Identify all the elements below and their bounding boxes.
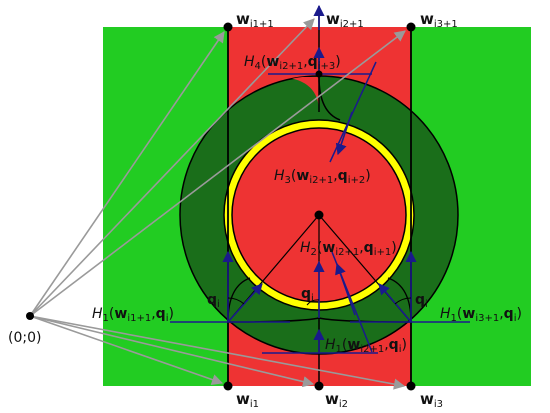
blue-arrow-h2 bbox=[335, 262, 356, 316]
top-cusp-curve bbox=[318, 76, 341, 121]
blue-arrow-q-right bbox=[378, 283, 412, 323]
point-w-top-3 bbox=[406, 22, 416, 32]
blue-arrow-q-left bbox=[227, 283, 263, 323]
label-h1-left: H1(wi1+1,qi) bbox=[92, 306, 174, 324]
origin-arrows bbox=[29, 18, 406, 390]
label-w-top-3: wi3+1 bbox=[420, 10, 458, 30]
label-w-bot-1: wi1 bbox=[236, 390, 259, 410]
label-q-right: qi bbox=[415, 292, 428, 310]
arrow-origin-to-w-top-2 bbox=[29, 18, 315, 317]
label-w-bot-3: wi3 bbox=[420, 390, 443, 410]
point-w-bot-3 bbox=[406, 381, 416, 391]
point-origin bbox=[26, 312, 34, 320]
label-h3: H3(wi2+1,qi+2) bbox=[274, 168, 371, 186]
label-h1-right: H1(wi3+1,qi) bbox=[440, 306, 522, 324]
arrow-origin-to-w-bot-3 bbox=[29, 315, 406, 390]
label-w-bot-2: wi2 bbox=[325, 390, 348, 410]
point-w-bot-1 bbox=[223, 381, 233, 391]
blue-arrows bbox=[222, 4, 417, 353]
label-w-top-1: wi1+1 bbox=[236, 10, 274, 30]
label-origin: (0;0) bbox=[8, 330, 41, 346]
point-w-top-1 bbox=[223, 22, 233, 32]
angle-arc-left bbox=[227, 297, 245, 305]
angle-arc-right bbox=[394, 297, 412, 305]
point-h4-center bbox=[315, 70, 323, 78]
label-h2: H2(wi2+1,qi+1) bbox=[300, 240, 397, 258]
arrow-origin-to-w-top-1 bbox=[29, 31, 225, 317]
blue-arrow-h3 bbox=[335, 111, 353, 156]
label-q-mid: qi bbox=[301, 286, 314, 304]
angle-arc-mid bbox=[306, 299, 320, 306]
label-h4: H4(wi2+1,qi+3) bbox=[244, 54, 341, 72]
arrow-origin-to-w-bot-1 bbox=[29, 315, 224, 385]
label-q-left: qi bbox=[207, 292, 220, 310]
arrow-origin-to-w-bot-2 bbox=[29, 315, 315, 388]
point-w-bot-2 bbox=[314, 381, 324, 391]
top-red-lens bbox=[282, 77, 319, 112]
point-center bbox=[314, 210, 324, 220]
label-h1-bottom: H1(wi2+1,qi) bbox=[325, 337, 407, 355]
arrow-origin-to-w-top-3 bbox=[29, 30, 406, 317]
label-w-top-2: wi2+1 bbox=[326, 10, 364, 30]
